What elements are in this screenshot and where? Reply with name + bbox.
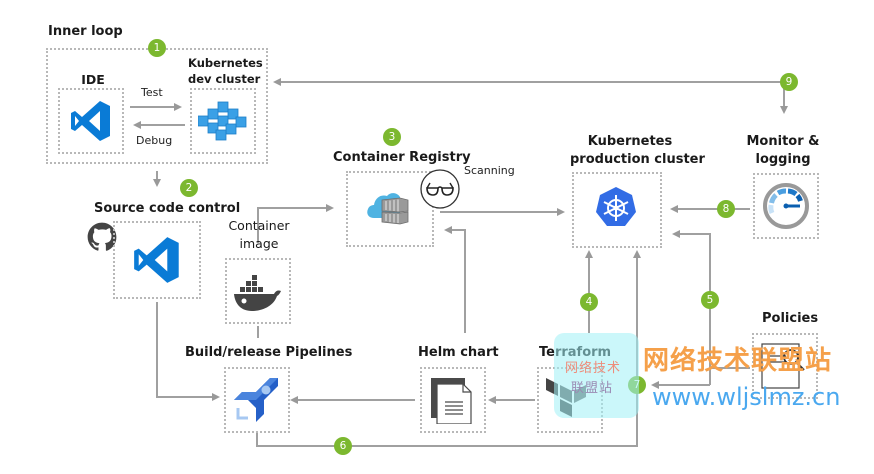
step5-to-prod-arrow xyxy=(672,230,711,385)
policy-search-icon xyxy=(761,343,805,389)
step-badge-5: 5 xyxy=(701,291,719,309)
inner-loop-title: Inner loop xyxy=(48,24,123,39)
container-image-label-2: image xyxy=(239,236,279,251)
vscode-icon xyxy=(134,237,179,283)
dev-cluster-label-1: Kubernetes xyxy=(188,56,263,70)
ide-box[interactable] xyxy=(58,88,124,154)
watermark-text: 网络技术联盟站 xyxy=(643,346,833,376)
prod-cluster-label-1: Kubernetes xyxy=(587,134,673,149)
step-badge-3: 3 xyxy=(383,128,401,146)
step-badge-8: 8 xyxy=(717,200,735,218)
azure-pipelines-rocket-icon xyxy=(234,378,278,422)
ide-label: IDE xyxy=(81,72,105,87)
policies-label: Policies xyxy=(762,311,819,326)
monitor-label-2: logging xyxy=(755,152,811,167)
container-registry-icon xyxy=(367,193,409,225)
vscode-icon xyxy=(71,101,110,141)
scanning-label: Scanning xyxy=(464,164,515,177)
source-control-box[interactable] xyxy=(113,221,201,299)
policies-box[interactable] xyxy=(752,333,818,399)
helm-to-registry-arrow xyxy=(444,226,466,333)
dev-cluster-label-2: dev cluster xyxy=(188,72,261,86)
prod-cluster-label-2: production cluster xyxy=(570,152,705,167)
prod-cluster-box[interactable] xyxy=(572,172,662,248)
monitor-box[interactable] xyxy=(753,173,819,239)
pipelines-label: Build/release Pipelines xyxy=(185,345,353,360)
step-badge-4: 4 xyxy=(580,293,598,311)
step-badge-1: 1 xyxy=(148,39,166,57)
watermark-small-line2: 联盟站 xyxy=(571,381,614,396)
container-registry-box[interactable] xyxy=(346,171,434,247)
source-to-pipelines-arrow xyxy=(156,302,220,401)
monitor-label-1: Monitor & xyxy=(746,134,820,149)
watermark-logo xyxy=(554,333,639,418)
watermark-small-line1: 网络技术 xyxy=(565,361,622,376)
step-badge-2: 2 xyxy=(180,179,198,197)
source-control-label: Source code control xyxy=(94,201,241,216)
github-icon xyxy=(87,222,117,251)
gauge-icon xyxy=(763,183,809,229)
debug-label: Debug xyxy=(136,134,173,147)
step-badge-6: 6 xyxy=(334,437,352,455)
watermark-url: www.wljslmz.cn xyxy=(652,383,841,411)
pipelines-box[interactable] xyxy=(224,367,290,433)
step-badge-9: 9 xyxy=(780,73,798,91)
image-to-registry-arrow xyxy=(257,204,334,243)
container-registry-label: Container Registry xyxy=(333,150,471,165)
docker-icon xyxy=(234,275,281,311)
helm-chart-label: Helm chart xyxy=(418,345,499,360)
dev-cluster-box[interactable] xyxy=(190,88,256,154)
kubernetes-cubes-icon xyxy=(198,101,247,141)
kubernetes-helm-wheel-icon xyxy=(596,187,636,226)
helm-chart-box[interactable] xyxy=(420,367,486,433)
container-image-label-1: Container xyxy=(228,218,290,233)
glasses-icon xyxy=(420,169,460,209)
test-label: Test xyxy=(141,86,163,99)
document-icon xyxy=(431,378,472,424)
container-image-box[interactable] xyxy=(225,258,291,324)
